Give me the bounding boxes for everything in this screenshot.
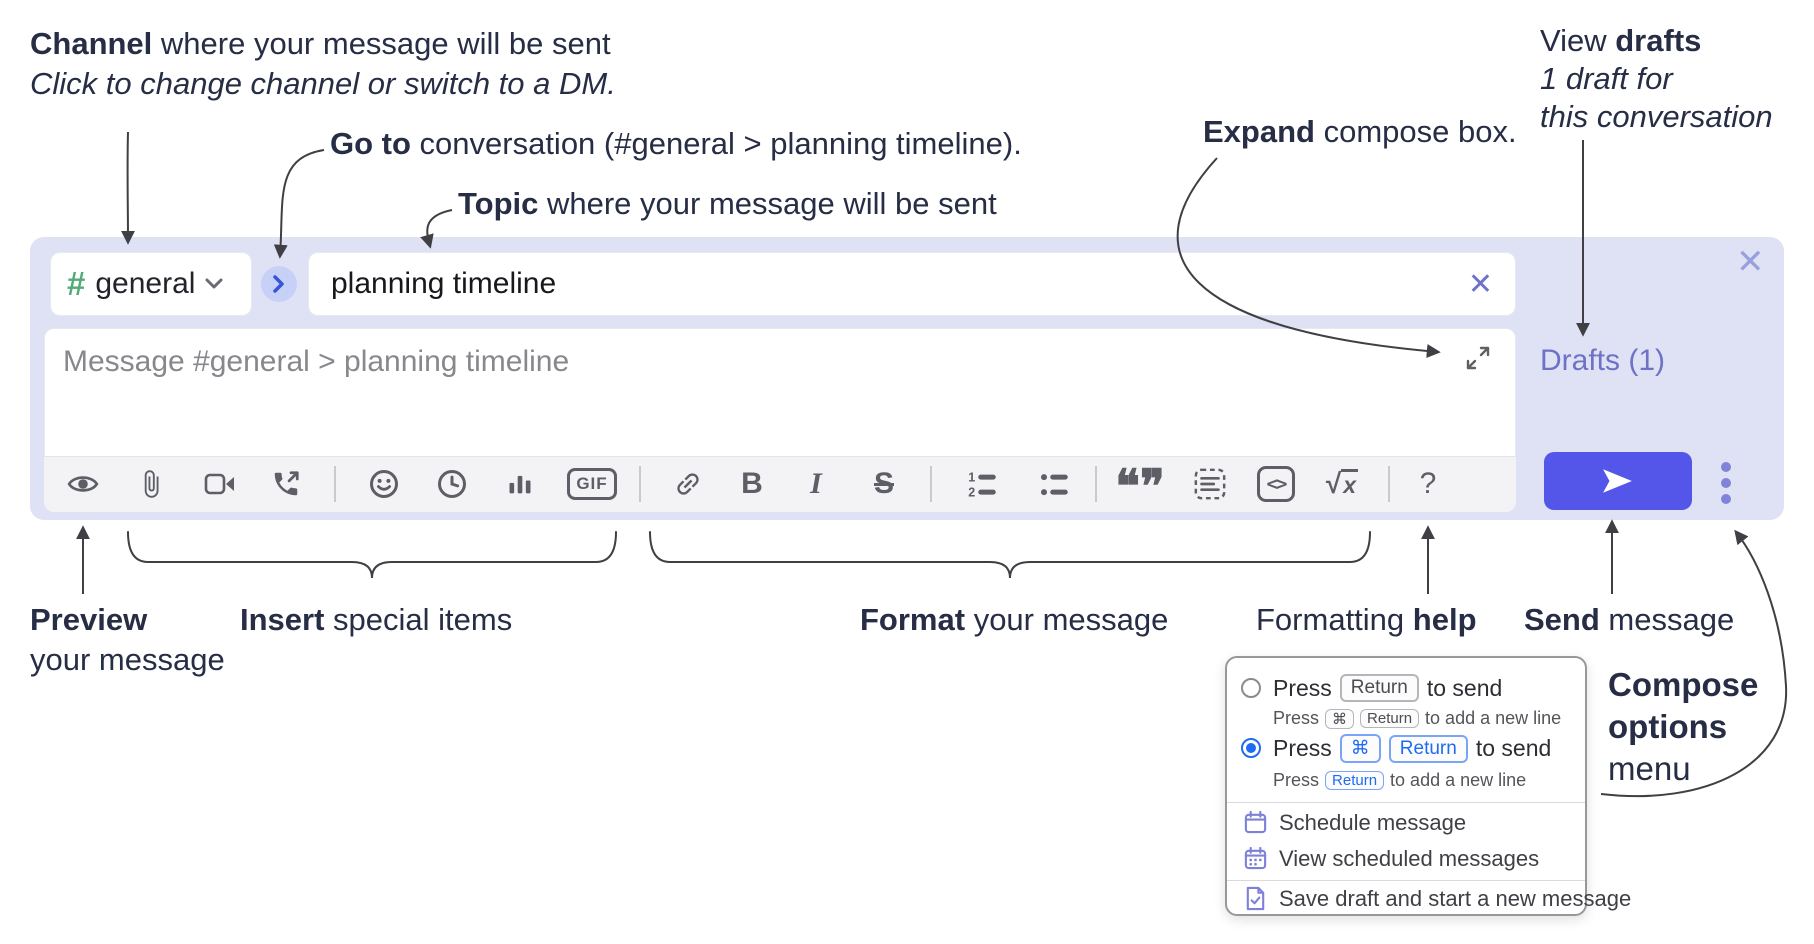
svg-text:2: 2 <box>968 486 975 500</box>
toolbar-divider <box>930 466 932 502</box>
poll-icon[interactable] <box>498 462 542 506</box>
toolbar-divider <box>1095 466 1097 502</box>
attach-file-icon[interactable] <box>129 462 173 506</box>
annotation-channel: Channel where your message will be sent … <box>30 26 616 101</box>
math-icon[interactable]: √x <box>1325 468 1359 499</box>
annotation-preview: Preview your message <box>30 602 225 677</box>
go-to-conversation-button[interactable] <box>261 266 297 302</box>
chevron-right-icon <box>273 275 284 293</box>
annotation-view-drafts: View drafts 1 draft for this conversatio… <box>1540 23 1773 134</box>
save-draft-icon <box>1243 886 1268 911</box>
chevron-down-icon <box>205 278 223 289</box>
gif-icon[interactable]: GIF <box>560 462 624 506</box>
audio-call-icon[interactable] <box>264 462 308 506</box>
calendar-grid-icon <box>1243 846 1268 871</box>
annotation-topic: Topic where your message will be sent <box>458 186 997 221</box>
spoiler-icon[interactable] <box>1188 462 1232 506</box>
calendar-icon <box>1243 810 1268 835</box>
cmd-key: ⌘ <box>1339 734 1381 763</box>
channel-name: general <box>95 267 196 300</box>
toolbar-divider <box>1388 466 1390 502</box>
annotation-format: Format your message <box>860 602 1169 637</box>
toolbar-divider <box>639 466 641 502</box>
channel-hash-icon: # <box>67 265 86 302</box>
close-compose-icon[interactable]: ✕ <box>1736 243 1765 281</box>
option-cmd-return-to-send-sub: Press Return to add a new line <box>1273 770 1527 790</box>
send-button[interactable] <box>1544 452 1692 510</box>
video-call-icon[interactable] <box>198 462 242 506</box>
emoji-icon[interactable] <box>362 462 406 506</box>
popup-divider <box>1227 880 1585 881</box>
topic-input[interactable]: planning timeline ✕ <box>308 252 1516 316</box>
numbered-list-icon[interactable]: 1 2 <box>960 462 1004 506</box>
return-key: Return <box>1360 709 1420 728</box>
drafts-link[interactable]: Drafts (1) <box>1540 344 1666 377</box>
compose-options-popup: Press Return to send Press ⌘ Return to a… <box>1225 656 1631 916</box>
message-formatting-help-icon[interactable]: ? <box>1419 467 1437 500</box>
schedule-message-item[interactable]: Schedule message <box>1279 810 1467 835</box>
annotation-goto: Go to conversation (#general > planning … <box>330 126 1022 161</box>
return-key: Return <box>1388 734 1468 763</box>
message-textarea[interactable]: Message #general > planning timeline <box>44 328 1516 456</box>
annotation-compose-options: Compose options menu <box>1608 666 1759 787</box>
channel-selector[interactable]: # general <box>50 252 252 316</box>
save-draft-item[interactable]: Save draft and start a new message <box>1279 886 1632 911</box>
annotation-formatting-help: Formatting help <box>1256 602 1477 637</box>
italic-icon[interactable]: I <box>810 467 822 500</box>
code-icon[interactable]: <> <box>1254 462 1298 506</box>
clear-topic-icon[interactable]: ✕ <box>1467 267 1493 301</box>
return-key: Return <box>1339 674 1419 702</box>
message-placeholder: Message #general > planning timeline <box>63 345 570 378</box>
expand-compose-icon[interactable] <box>1465 345 1491 371</box>
return-key: Return <box>1325 771 1385 790</box>
annotation-insert: Insert special items <box>240 602 513 637</box>
send-icon <box>1603 469 1632 493</box>
compose-options-menu-icon[interactable] <box>1716 456 1736 510</box>
annotation-send: Send message <box>1524 602 1735 637</box>
popup-divider <box>1227 802 1585 803</box>
strikethrough-icon[interactable]: S <box>873 467 894 500</box>
annotation-expand: Expand compose box. <box>1203 114 1517 149</box>
bulleted-list-icon[interactable] <box>1032 462 1076 506</box>
toolbar-divider <box>334 466 336 502</box>
option-return-to-send-sub: Press ⌘ Return to add a new line <box>1273 708 1562 729</box>
topic-value: planning timeline <box>331 267 557 300</box>
link-icon[interactable] <box>666 462 710 506</box>
radio-cmd-return-to-send[interactable] <box>1241 738 1261 758</box>
global-time-icon[interactable] <box>430 462 474 506</box>
cmd-key: ⌘ <box>1325 708 1355 729</box>
preview-message-icon[interactable] <box>61 462 105 506</box>
compose-toolbar <box>44 456 1516 512</box>
option-cmd-return-to-send[interactable]: Press ⌘ Return to send <box>1273 734 1552 763</box>
bold-icon[interactable]: B <box>741 467 763 500</box>
option-return-to-send[interactable]: Press Return to send <box>1273 674 1503 702</box>
view-scheduled-messages-item[interactable]: View scheduled messages <box>1279 846 1540 871</box>
svg-text:1: 1 <box>968 471 975 485</box>
quote-icon[interactable]: ❝❞ <box>1115 459 1165 513</box>
radio-return-to-send[interactable] <box>1241 678 1261 698</box>
